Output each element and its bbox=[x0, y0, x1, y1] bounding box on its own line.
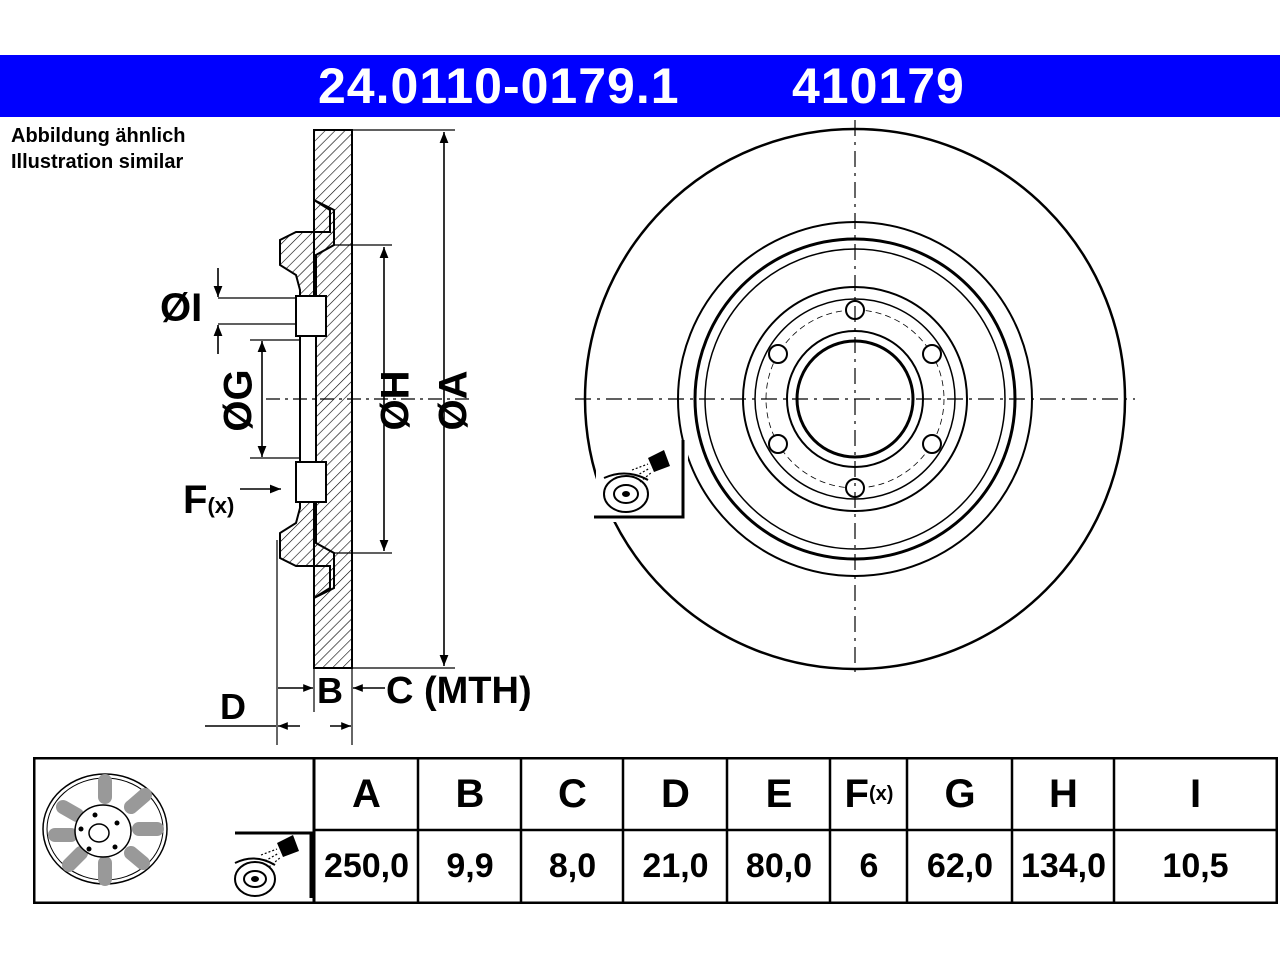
label-diameter-i: ØI bbox=[160, 286, 203, 330]
label-b: B bbox=[317, 670, 343, 711]
table-header-b: B bbox=[455, 772, 485, 816]
technical-drawing bbox=[205, 120, 1135, 745]
disc-front-view bbox=[575, 120, 1135, 678]
label-diameter-a: ØA bbox=[431, 370, 476, 431]
label-c-mth: C (MTH) bbox=[386, 670, 532, 712]
reference-number: 410179 bbox=[792, 58, 965, 114]
bolt-holes bbox=[768, 300, 942, 498]
label-f: F(x) bbox=[183, 478, 234, 523]
illustration-note: Abbildung ähnlich Illustration similar bbox=[11, 123, 185, 175]
hat-upper-section bbox=[279, 199, 335, 336]
table-header-c: C bbox=[558, 772, 587, 816]
table-header-d: D bbox=[661, 772, 690, 816]
cleaning-spray-icon bbox=[234, 831, 313, 898]
bolt-hole-lower bbox=[295, 461, 327, 503]
table-value-b: 9,9 bbox=[446, 847, 494, 885]
table-grid bbox=[33, 757, 1278, 904]
label-f-letter: F bbox=[183, 478, 208, 522]
table-value-h: 134,0 bbox=[1020, 847, 1107, 885]
table-value-c: 8,0 bbox=[548, 847, 597, 885]
table-value-e: 80,0 bbox=[745, 847, 813, 885]
label-diameter-h-wrap: ØH bbox=[366, 371, 418, 431]
table-header-e: E bbox=[765, 772, 793, 816]
label-diameter-h: ØH bbox=[373, 370, 418, 431]
cleaning-spray-icon bbox=[594, 440, 688, 522]
hat-lower-section bbox=[279, 462, 335, 599]
table-value-a: 250,0 bbox=[323, 847, 410, 885]
label-diameter-g: ØG bbox=[216, 369, 261, 432]
table-header-f-letter: F bbox=[844, 772, 869, 816]
table-value-d: 21,0 bbox=[642, 847, 709, 885]
table-header-i: I bbox=[1189, 772, 1202, 816]
header-bar: 24.0110-0179.1 410179 bbox=[0, 55, 1280, 117]
table-header-g: G bbox=[944, 772, 976, 816]
disc-cross-section bbox=[205, 129, 470, 745]
dimension-table: A B C D E F(x) G H I 250,0 9,9 8,0 21,0 … bbox=[33, 757, 1278, 904]
table-value-i: 10,5 bbox=[1162, 847, 1229, 885]
table-value-f: 6 bbox=[859, 847, 879, 885]
table-header-f: F(x) bbox=[831, 759, 907, 830]
brake-disc-thumbnail-icon bbox=[42, 773, 168, 886]
label-diameter-g-wrap: ØG bbox=[208, 369, 261, 431]
table-header-h: H bbox=[1049, 772, 1078, 816]
label-diameter-a-wrap: ØA bbox=[424, 371, 476, 431]
table-value-g: 62,0 bbox=[926, 847, 994, 885]
label-f-suffix: (x) bbox=[207, 493, 235, 518]
bolt-hole-upper bbox=[295, 295, 327, 337]
note-german: Abbildung ähnlich bbox=[11, 125, 186, 147]
table-header-a: A bbox=[352, 772, 381, 816]
part-number: 24.0110-0179.1 bbox=[318, 58, 680, 114]
table-header-f-suffix: (x) bbox=[868, 783, 894, 805]
note-english: Illustration similar bbox=[11, 151, 184, 173]
label-d: D bbox=[220, 686, 246, 727]
